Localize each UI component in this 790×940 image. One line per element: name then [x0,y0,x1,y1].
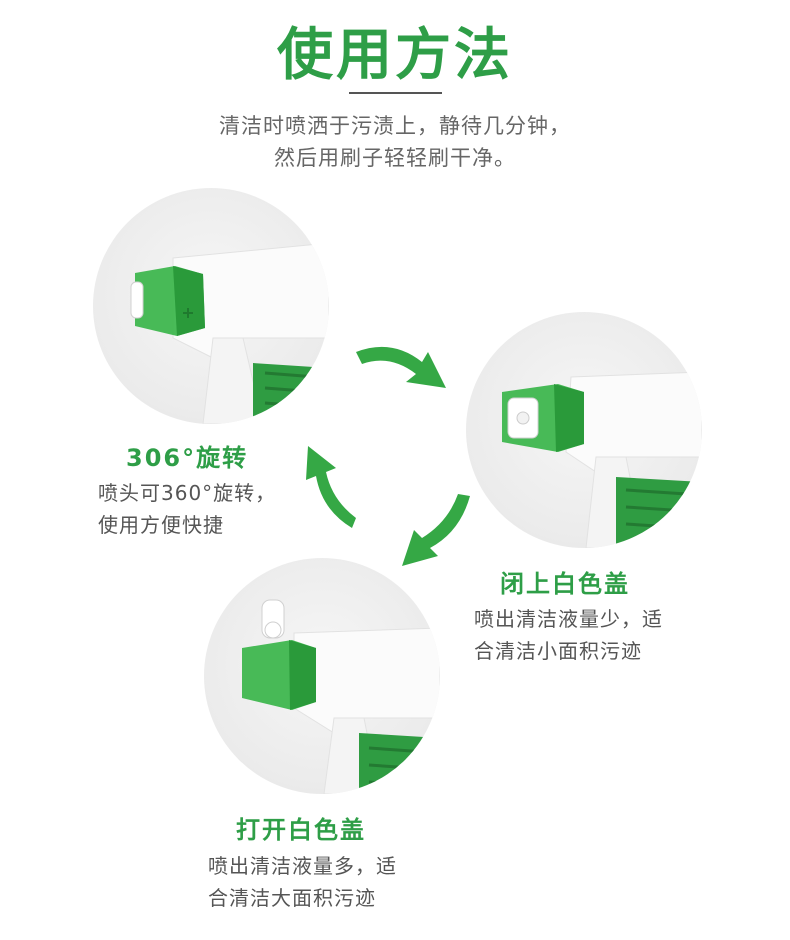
nozzle-closed-image [466,312,702,548]
step-3-title: 打开白色盖 [236,816,366,844]
nozzle-rotate-image [93,188,329,424]
step-3-desc: 喷出清洁液量多，适 合清洁大面积污迹 [208,850,397,914]
intro-line-2: 然后用刷子轻轻刷干净。 [274,146,516,170]
step-2-desc-line-1: 喷出清洁液量少，适 [474,607,663,631]
step-3-desc-line-2: 合清洁大面积污迹 [208,886,376,910]
step-3-desc-line-1: 喷出清洁液量多，适 [208,854,397,878]
title-divider [349,92,442,94]
step-2-desc: 喷出清洁液量少，适 合清洁小面积污迹 [474,603,663,667]
arrow-icon [306,446,356,528]
spray-nozzle-image [242,599,440,794]
step-1-desc: 喷头可360°旋转， 使用方便快捷 [98,477,276,541]
step-1-desc-line-2: 使用方便快捷 [98,513,224,537]
nozzle-open-image [204,558,440,794]
step-2-desc-line-2: 合清洁小面积污迹 [474,639,642,663]
step-2-title: 闭上白色盖 [500,570,630,598]
spray-nozzle-image [502,371,702,548]
step-1-desc-line-1: 喷头可360°旋转， [98,481,277,505]
intro-line-1: 清洁时喷洒于污渍上，静待几分钟， [219,114,571,138]
spray-nozzle-image [130,242,329,424]
step-1-title: 306°旋转 [126,444,249,472]
page-title: 使用方法 [277,23,513,88]
arrow-icon [356,346,446,388]
intro-text: 清洁时喷洒于污渍上，静待几分钟， 然后用刷子轻轻刷干净。 [0,110,790,174]
arrow-icon [402,494,470,566]
